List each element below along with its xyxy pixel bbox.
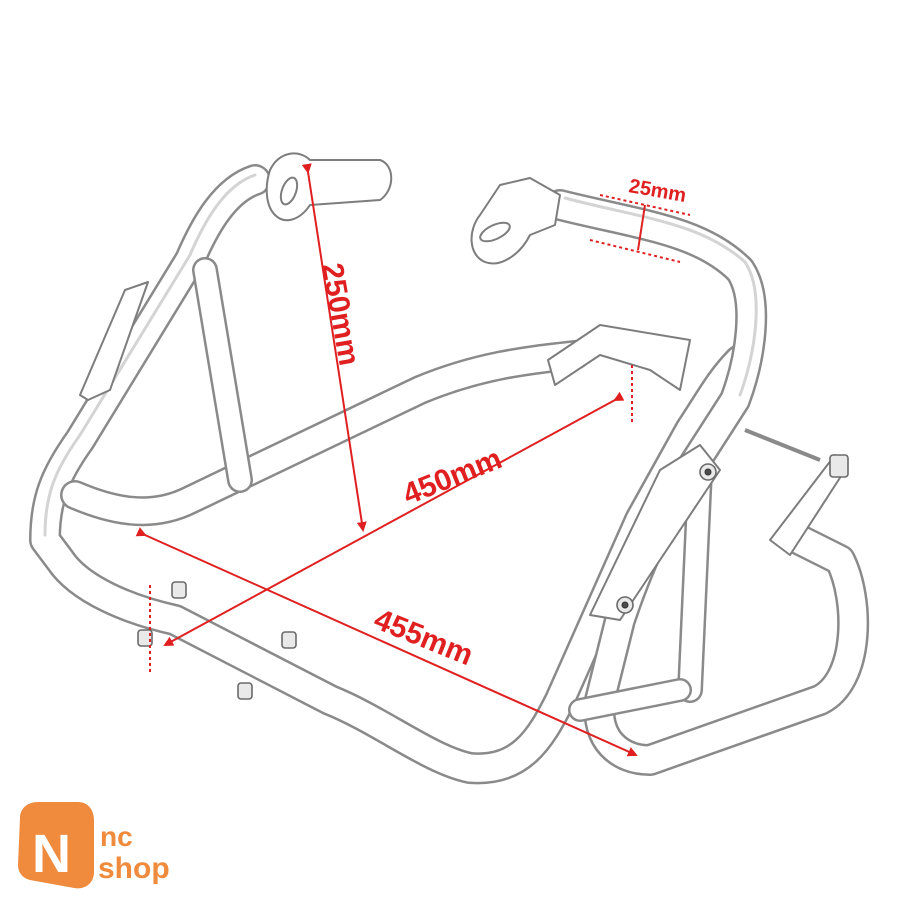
top-left-bracket [265, 152, 393, 222]
top-right-bracket [470, 177, 561, 265]
left-frame [29, 164, 756, 785]
shop-logo: N nc shop [18, 802, 170, 889]
dimension-455-label: 455mm [369, 603, 477, 672]
logo-mark: N [32, 824, 71, 884]
logo-line1: nc [100, 821, 133, 852]
center-rear-bracket [547, 324, 691, 391]
rear-right-bracket [769, 454, 849, 556]
dimension-250: 250mm [301, 163, 367, 532]
dimension-250-label: 250mm [315, 260, 365, 368]
dimension-450-label: 450mm [398, 442, 506, 511]
logo-line2: shop [98, 852, 170, 885]
